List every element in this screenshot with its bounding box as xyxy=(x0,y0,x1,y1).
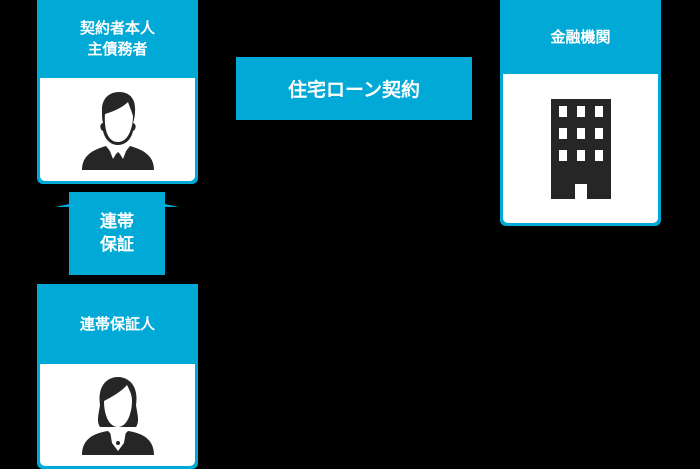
bank-title-text: 金融機関 xyxy=(550,27,611,46)
bank-body xyxy=(503,74,658,223)
arrow-right-tab xyxy=(165,204,179,207)
contract-label: 住宅ローン契約 xyxy=(236,57,472,120)
arrow-left-tab xyxy=(55,204,69,207)
borrower-title: 契約者本人 主債務者 xyxy=(37,0,198,78)
joint-guarantee-line1: 連帯 xyxy=(100,211,134,232)
bank-title: 金融機関 xyxy=(500,0,661,74)
guarantor-card: 連帯保証人 xyxy=(37,284,198,469)
guarantor-title-text: 連帯保証人 xyxy=(79,314,155,333)
guarantor-body xyxy=(40,364,195,466)
joint-guarantee-label: 連帯 保証 xyxy=(69,192,165,275)
borrower-title-line2: 主債務者 xyxy=(87,40,148,58)
borrower-title-line1: 契約者本人 xyxy=(79,19,155,37)
borrower-card: 契約者本人 主債務者 xyxy=(37,0,198,184)
bank-card: 金融機関 xyxy=(500,0,661,226)
borrower-body xyxy=(40,78,195,181)
businesswoman-icon xyxy=(81,377,154,455)
joint-guarantee-line2: 保証 xyxy=(100,234,134,255)
guarantor-title: 連帯保証人 xyxy=(37,284,198,364)
contract-label-text: 住宅ローン契約 xyxy=(287,79,421,101)
building-icon xyxy=(550,98,611,199)
businessman-icon xyxy=(81,91,154,170)
